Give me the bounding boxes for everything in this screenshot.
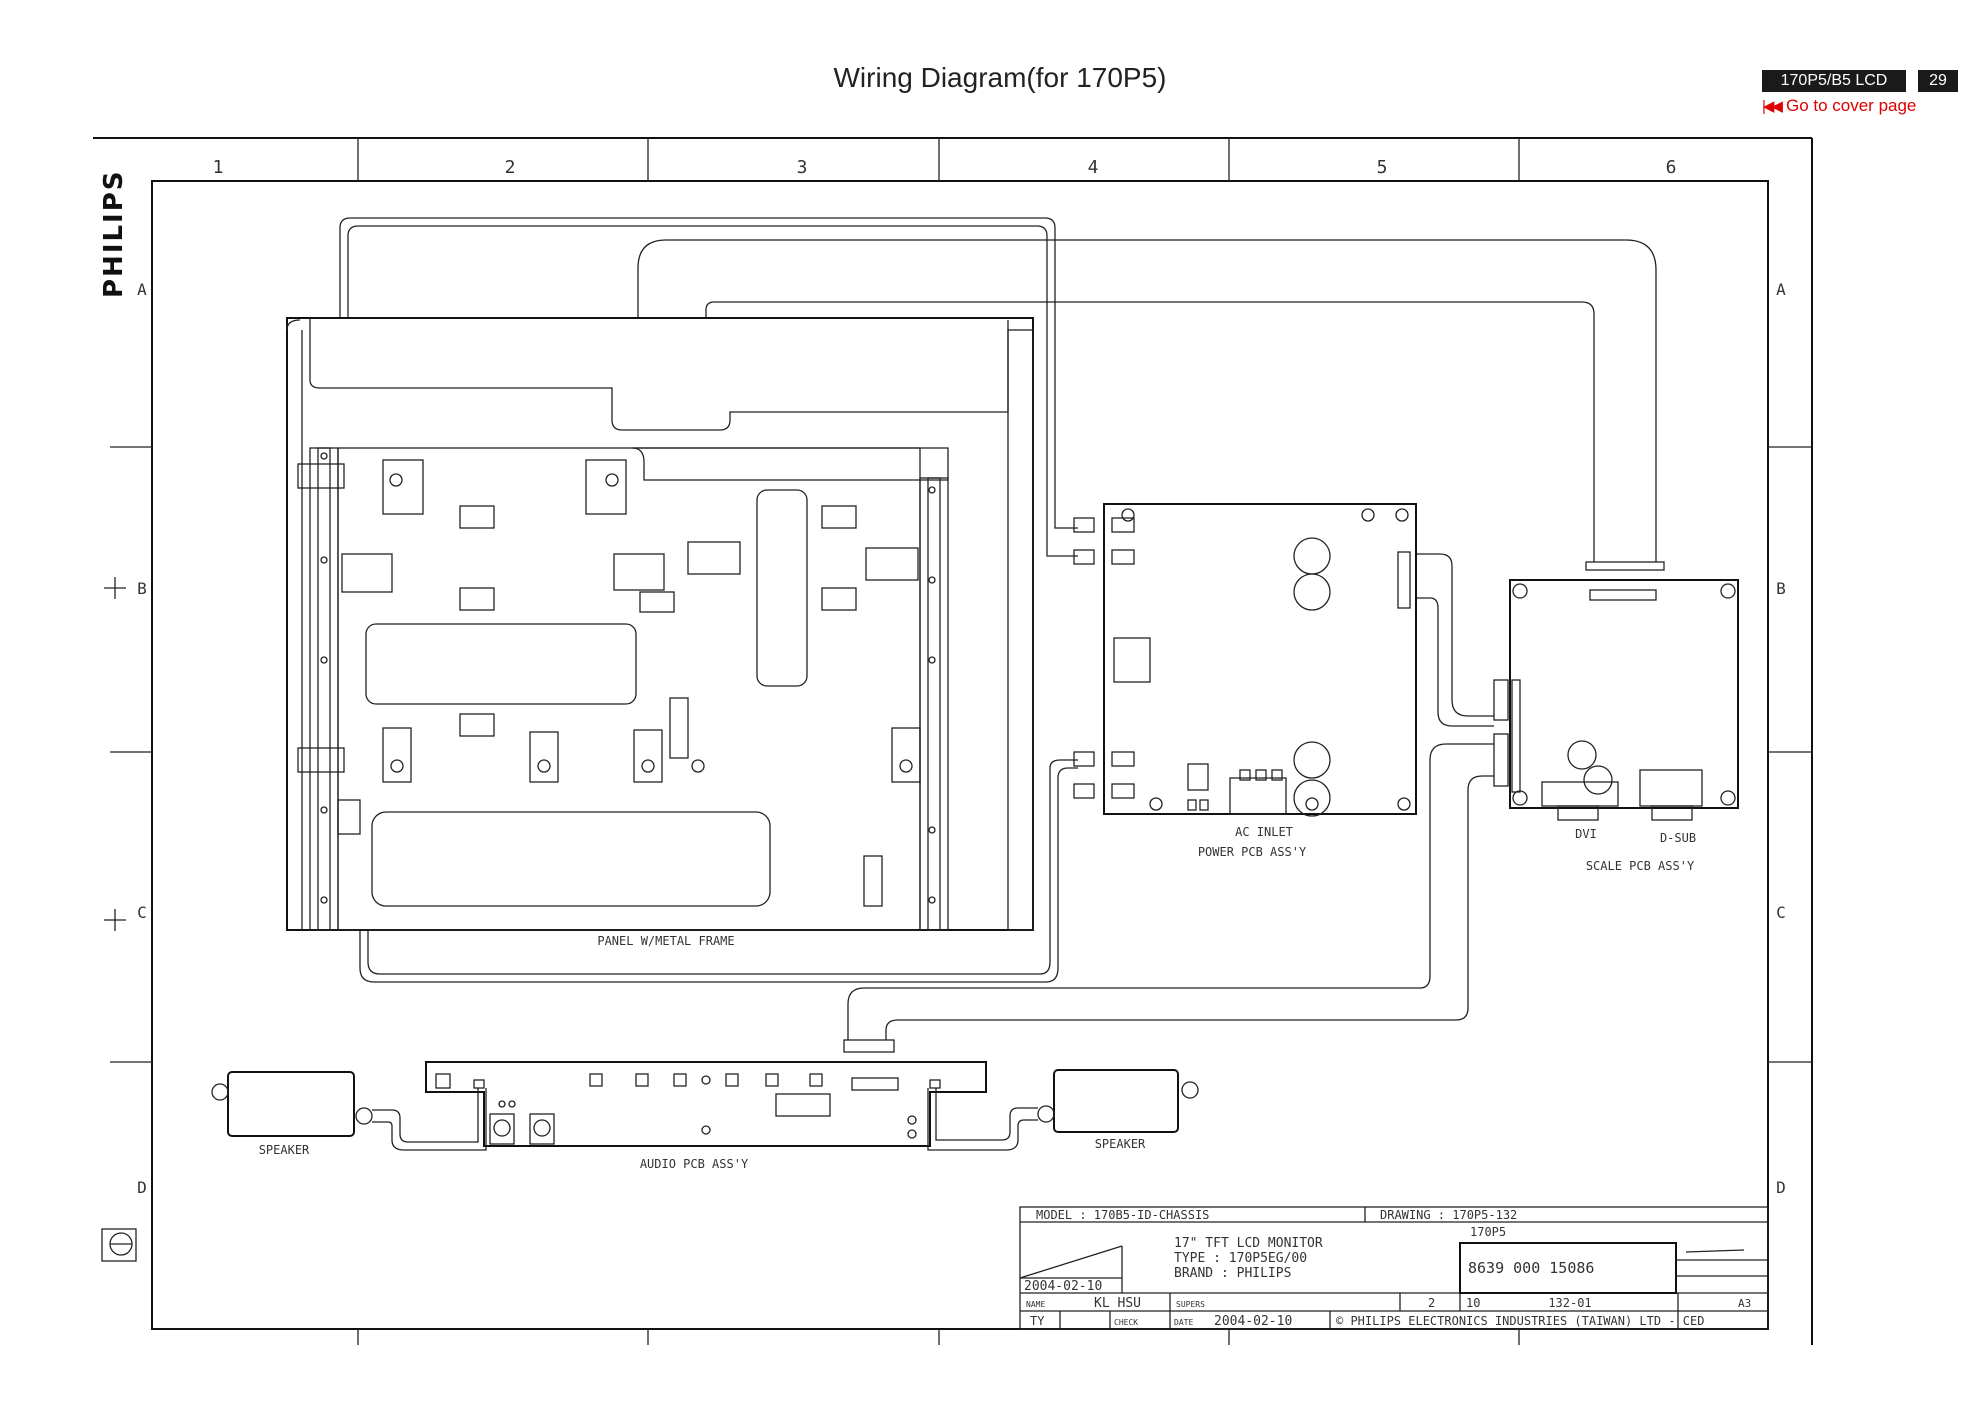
- grid-row-d-left: D: [137, 1178, 147, 1197]
- grid-row-a-left: A: [137, 280, 147, 299]
- audio-pcb: [425, 1039, 987, 1147]
- title-part-number: 8639 000 15086: [1468, 1259, 1594, 1277]
- power-pcb: [1073, 503, 1417, 817]
- dsub-label: D-SUB: [1660, 831, 1696, 845]
- panel-label: PANEL W/METAL FRAME: [597, 934, 734, 948]
- speaker-left: [211, 1071, 487, 1151]
- grid-row-c-right: C: [1776, 903, 1786, 922]
- speaker-right: [927, 1069, 1199, 1151]
- grid-col-6: 6: [1666, 157, 1677, 178]
- title-date-left: 2004-02-10: [1024, 1279, 1102, 1294]
- grid-row-d-right: D: [1776, 1178, 1786, 1197]
- title-date-label: DATE: [1174, 1318, 1193, 1327]
- dvi-label: DVI: [1575, 827, 1597, 841]
- drawing-frame: [93, 137, 1813, 1345]
- grid-row-c-left: C: [137, 903, 147, 922]
- speaker-right-label: SPEAKER: [1095, 1137, 1146, 1151]
- page-number: 29: [1918, 70, 1958, 92]
- page-title: Wiring Diagram(for 170P5): [833, 62, 1167, 93]
- title-desc-1: 17" TFT LCD MONITOR: [1174, 1236, 1323, 1251]
- ac-inlet-label: AC INLET: [1235, 825, 1293, 839]
- audio-pcb-label: AUDIO PCB ASS'Y: [640, 1157, 749, 1171]
- grid-row-b-left: B: [137, 579, 147, 598]
- philips-shield-icon: [101, 1228, 137, 1262]
- grid-col-2: 2: [505, 157, 516, 178]
- title-date-value: 2004-02-10: [1214, 1314, 1292, 1329]
- title-desc-2: TYPE : 170P5EG/00: [1174, 1251, 1307, 1266]
- philips-logo: PHILIPS: [99, 169, 129, 298]
- title-supers-label: SUPERS: [1176, 1300, 1205, 1309]
- title-name-value: KL HSU: [1094, 1296, 1141, 1311]
- model-badge: 170P5/B5 LCD: [1762, 70, 1906, 92]
- title-ty: TY: [1030, 1314, 1045, 1328]
- panel-metal-frame: [286, 317, 1034, 931]
- scale-pcb: [1493, 579, 1739, 821]
- grid-row-b-right: B: [1776, 579, 1786, 598]
- grid-col-4: 4: [1088, 157, 1099, 178]
- title-size: A3: [1738, 1297, 1751, 1310]
- title-code: 132-01: [1548, 1296, 1591, 1310]
- power-pcb-label: POWER PCB ASS'Y: [1198, 845, 1307, 859]
- scale-pcb-label: SCALE PCB ASS'Y: [1586, 859, 1695, 873]
- go-to-cover-link[interactable]: |◀◀Go to cover page: [1762, 96, 1916, 116]
- title-sheets: 10: [1466, 1296, 1480, 1310]
- title-sheet: 2: [1428, 1296, 1435, 1310]
- grid-row-a-right: A: [1776, 280, 1786, 299]
- title-model: MODEL : 170B5-ID-CHASSIS: [1036, 1208, 1209, 1222]
- grid-col-1: 1: [213, 157, 224, 178]
- title-drawing: DRAWING : 170P5-132: [1380, 1208, 1517, 1222]
- title-check-label: CHECK: [1114, 1318, 1138, 1327]
- go-to-cover-label: Go to cover page: [1785, 96, 1917, 115]
- title-block: [1019, 1206, 1769, 1330]
- speaker-left-label: SPEAKER: [259, 1143, 310, 1157]
- grid-col-3: 3: [797, 157, 808, 178]
- title-drawing-sub: 170P5: [1470, 1225, 1506, 1239]
- grid-col-5: 5: [1377, 157, 1388, 178]
- title-copyright: © PHILIPS ELECTRONICS INDUSTRIES (TAIWAN…: [1336, 1314, 1704, 1328]
- title-name-label: NAME: [1026, 1300, 1045, 1309]
- title-desc-3: BRAND : PHILIPS: [1174, 1266, 1291, 1281]
- skip-back-icon: |◀◀: [1762, 98, 1783, 115]
